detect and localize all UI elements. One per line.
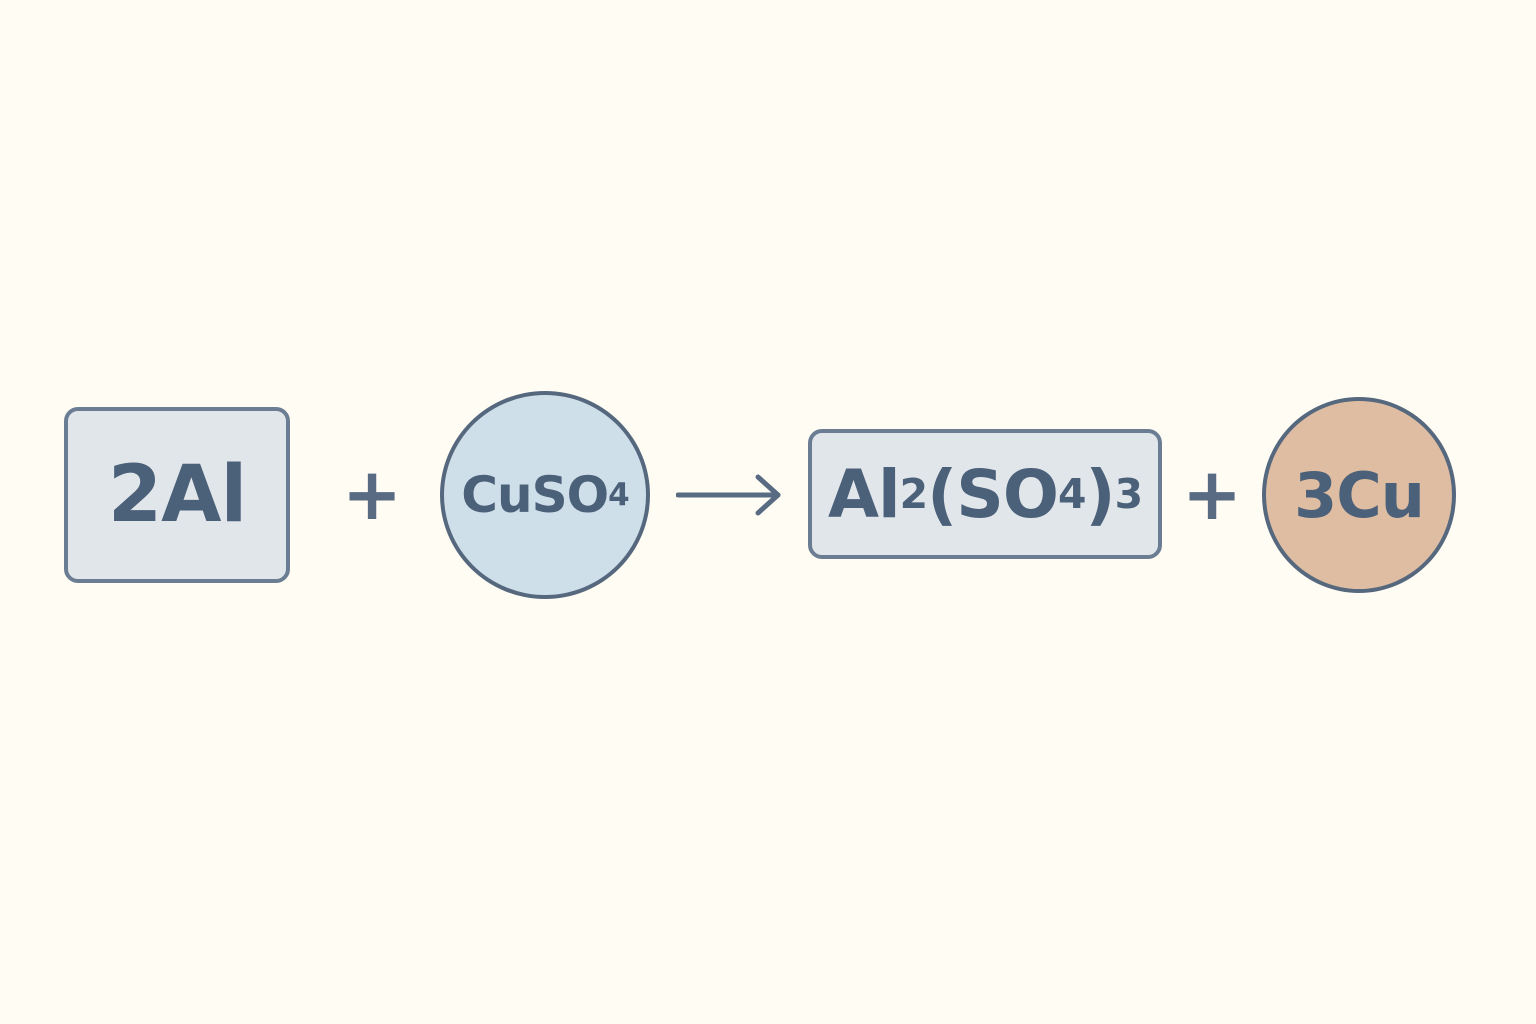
reactant-2al: 2Al <box>64 407 290 583</box>
formula-text: (SO <box>927 455 1059 533</box>
product-3cu: 3Cu <box>1262 397 1456 593</box>
formula-text: ) <box>1085 455 1115 533</box>
formula-text: CuSO <box>461 466 609 524</box>
formula-subscript: 4 <box>1057 469 1086 518</box>
formula-subscript: 2 <box>899 469 928 518</box>
formula-subscript: 3 <box>1114 469 1143 518</box>
formula-text: 3Cu <box>1294 458 1425 532</box>
formula-text: Al <box>827 455 901 533</box>
formula-subscript: 4 <box>608 476 630 513</box>
plus-sign: + <box>341 452 403 536</box>
plus-sign: + <box>1181 452 1243 536</box>
right-arrow-icon <box>676 474 781 516</box>
formula-text: 2Al <box>107 450 247 540</box>
